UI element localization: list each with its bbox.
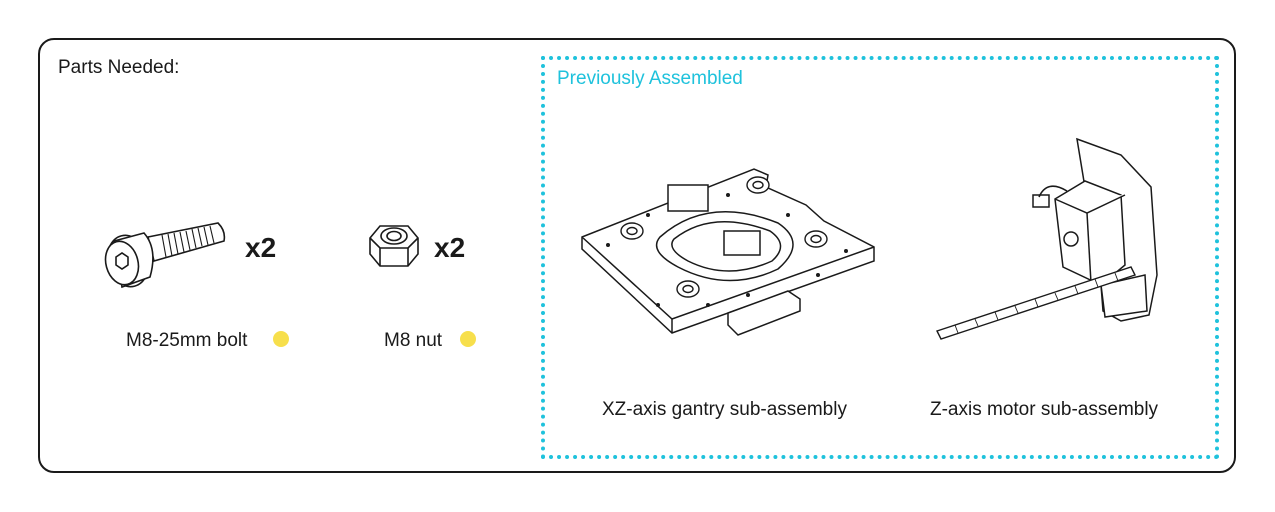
bolt-marker-dot: [273, 331, 289, 347]
xz-gantry-label: XZ-axis gantry sub-assembly: [602, 399, 847, 420]
bolt-quantity: x2: [245, 232, 277, 263]
nut-marker-dot: [460, 331, 476, 347]
z-motor-illustration: [936, 137, 1158, 340]
parts-needed-title: Parts Needed:: [58, 57, 180, 78]
bolt-illustration: [104, 222, 226, 289]
previously-assembled-box: [541, 56, 1219, 459]
nut-label: M8 nut: [384, 330, 443, 351]
instruction-panel: [38, 38, 1236, 473]
previously-assembled-title: Previously Assembled: [557, 68, 743, 89]
xz-gantry-illustration: [581, 168, 875, 336]
z-motor-label: Z-axis motor sub-assembly: [930, 399, 1159, 420]
nut-illustration: [369, 225, 419, 267]
nut-quantity: x2: [434, 232, 466, 263]
bolt-label: M8-25mm bolt: [126, 330, 248, 351]
